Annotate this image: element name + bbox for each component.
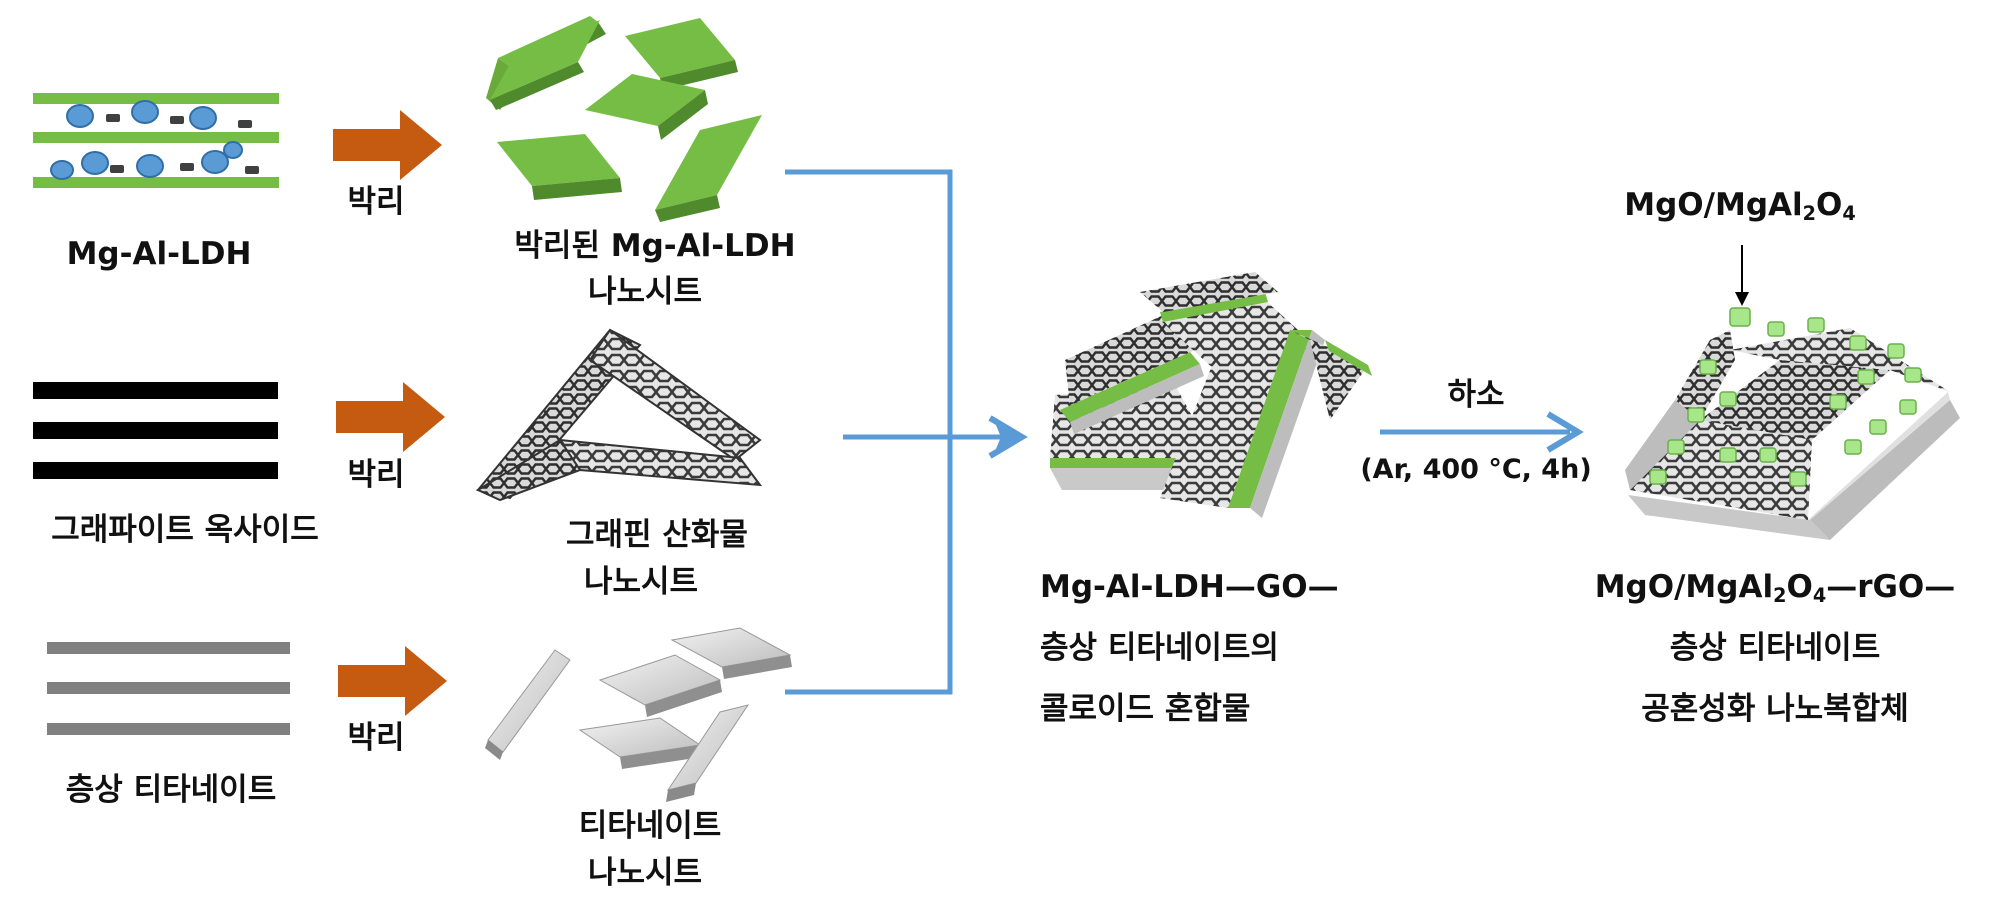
exfoliation-arrow-2 [336, 382, 445, 452]
graphite-oxide-layered-structure [33, 382, 278, 479]
nanocomposite-label-line2: 층상 티타네이트 [1670, 628, 1880, 668]
colloid-mixture-label-line1: Mg-Al-LDH—GO— [1040, 567, 1339, 607]
exfoliation-arrow-3 [338, 646, 447, 716]
titanate-layered-structure [47, 642, 290, 735]
exfoliation-arrow-1 [333, 110, 442, 180]
spinel-pointer-label: MgO/MgAl2O4 [1624, 185, 1855, 225]
ldh-exfoliation-label: 박리 [347, 182, 404, 222]
nanocomposite-label-line1: MgO/MgAl2O4—rGO— [1595, 567, 1956, 607]
colloid-mixture-graphic [1050, 272, 1372, 518]
colloid-mixture-label-line2: 층상 티타네이트의 [1040, 628, 1279, 668]
ldh-source-label: Mg-Al-LDH [67, 234, 252, 274]
calcination-label: 하소 [1447, 375, 1504, 415]
titanate-exfoliation-label: 박리 [347, 718, 404, 758]
graphite-oxide-exfoliation-label: 박리 [347, 455, 404, 495]
ldh-nanosheet-label-line1: 박리된 Mg-Al-LDH [514, 226, 795, 266]
product-nanocomposite-graphic [1625, 308, 1960, 540]
spinel-pointer-head [1735, 292, 1749, 306]
calcination-conditions: (Ar, 400 °C, 4h) [1360, 450, 1591, 490]
titanate-nanosheet-label-line2: 나노시트 [588, 853, 702, 893]
titanate-source-label: 층상 티타네이트 [66, 770, 276, 810]
colloid-mixture-label-line3: 콜로이드 혼합물 [1040, 689, 1250, 729]
nanocomposite-label-line3: 공혼성화 나노복합체 [1641, 689, 1908, 729]
titanate-nanosheets [485, 628, 792, 802]
ldh-nanosheet-label-line2: 나노시트 [588, 272, 702, 312]
graphene-oxide-nanosheet [478, 330, 760, 500]
graphite-oxide-source-label: 그래파이트 옥사이드 [51, 510, 318, 550]
ldh-nanosheets [486, 16, 762, 222]
graphene-oxide-nanosheet-label-line2: 나노시트 [584, 562, 698, 602]
merge-flow-lines [785, 172, 1010, 692]
titanate-nanosheet-label-line1: 티타네이트 [579, 806, 722, 846]
graphene-oxide-nanosheet-label-line1: 그래핀 산화물 [566, 515, 748, 555]
ldh-layered-structure [33, 93, 279, 188]
